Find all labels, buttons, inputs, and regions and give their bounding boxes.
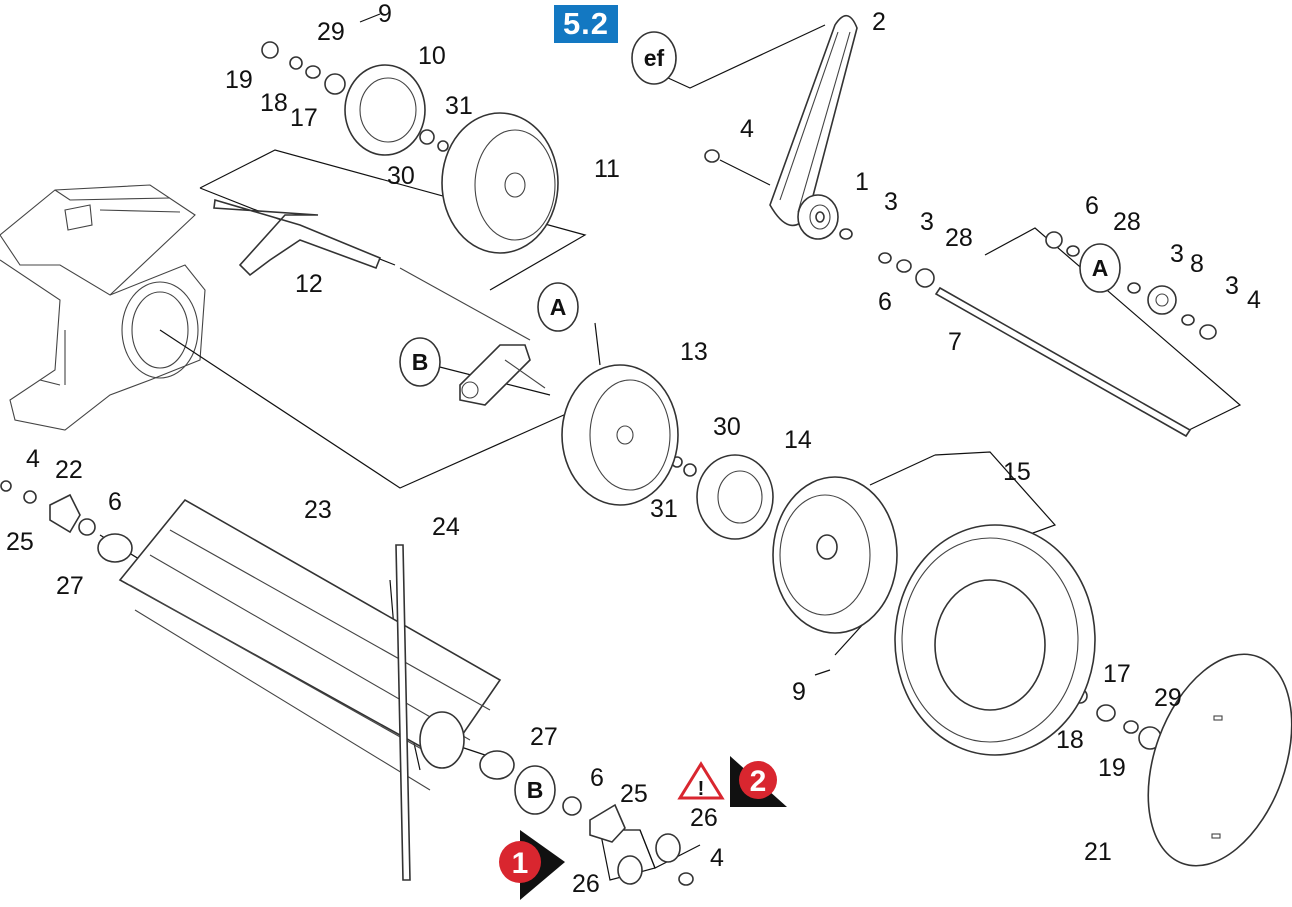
pulley	[797, 194, 839, 240]
svg-text:2: 2	[750, 765, 767, 798]
part-label: 28	[945, 224, 973, 252]
part-label: 14	[784, 426, 812, 454]
part-label: 25	[6, 528, 34, 556]
part-label: 26	[690, 804, 718, 832]
ref-circle-b-bracket: B	[399, 337, 441, 387]
part-label: 6	[590, 764, 604, 792]
part-label: 6	[108, 488, 122, 516]
svg-text:B: B	[527, 777, 544, 803]
part-label: 31	[650, 495, 678, 523]
svg-text:A: A	[1092, 255, 1109, 281]
part-label: 3	[884, 188, 898, 216]
part-label: 18	[1056, 726, 1084, 754]
part-label: 15	[1003, 458, 1031, 486]
part-label: 7	[948, 328, 962, 356]
part-label: 4	[26, 445, 40, 473]
drive-gear	[696, 454, 774, 540]
part-label: 1	[855, 168, 869, 196]
small-gear	[1147, 285, 1177, 315]
part-label: 3	[920, 208, 934, 236]
part-label: 19	[225, 66, 253, 94]
part-label: 10	[418, 42, 446, 70]
part-label: 6	[878, 288, 892, 316]
svg-text:!: !	[698, 778, 705, 800]
part-label: 11	[594, 155, 620, 183]
warning-triangle-icon: !	[677, 761, 725, 800]
part-label: 27	[56, 572, 84, 600]
part-label: 13	[680, 338, 708, 366]
small-gears	[617, 833, 681, 885]
part-label: 18	[260, 89, 288, 117]
part-label: 22	[55, 456, 83, 484]
part-label: 17	[1103, 660, 1131, 688]
chassis-frame	[0, 184, 206, 431]
part-label: 21	[1084, 838, 1112, 866]
part-label: 8	[1190, 250, 1204, 278]
ref-circle-a-shaft: A	[1079, 243, 1121, 293]
part-label: 4	[710, 844, 724, 872]
svg-text:B: B	[412, 349, 429, 375]
drive-belt	[769, 14, 858, 227]
wheel-hub-inner	[561, 364, 679, 506]
svg-text:A: A	[550, 294, 567, 320]
part-label: 25	[620, 780, 648, 808]
wheel-rim	[772, 476, 898, 634]
gear-wheel	[324, 64, 426, 156]
bracket	[459, 344, 546, 406]
part-label: 3	[1225, 272, 1239, 300]
warning-step-badge: 2	[730, 756, 787, 807]
part-label: 12	[295, 270, 323, 298]
part-label: 30	[713, 413, 741, 441]
cover-disk	[1147, 653, 1292, 867]
screws	[359, 13, 831, 676]
bushing	[49, 493, 626, 843]
lever-arm	[213, 198, 531, 341]
part-label: 30	[387, 162, 415, 190]
svg-text:1: 1	[512, 847, 529, 880]
svg-text:ef: ef	[644, 45, 665, 71]
part-label: 4	[740, 115, 754, 143]
part-label: 9	[792, 678, 806, 706]
ref-circle-ef: ef	[631, 31, 677, 85]
part-label: 17	[290, 104, 318, 132]
brush-roller	[118, 498, 502, 881]
part-label: 4	[1247, 286, 1261, 314]
part-label: 3	[1170, 240, 1184, 268]
part-label: 19	[1098, 754, 1126, 782]
part-label: 29	[1154, 684, 1182, 712]
shaft	[934, 286, 1192, 438]
part-label: 23	[304, 496, 332, 524]
part-label: 31	[445, 92, 473, 120]
ref-circle-a-lever: A	[537, 282, 579, 332]
part-label: 27	[530, 723, 558, 751]
wheel-hub-outer	[441, 112, 559, 254]
part-label: 9	[378, 0, 392, 28]
part-label: 29	[317, 18, 345, 46]
step-badge: 1	[499, 830, 565, 900]
part-label: 28	[1113, 208, 1141, 236]
part-label: 26	[572, 870, 600, 898]
part-label: 2	[872, 8, 886, 36]
part-label: 6	[1085, 192, 1099, 220]
ref-circle-b-brush: B	[514, 765, 556, 815]
tyre	[894, 524, 1096, 756]
part-labels: 9 29 10 19 18 17 31 30 11 12 2 4 1 3 3 2…	[6, 0, 1261, 898]
part-label: 24	[432, 513, 460, 541]
section-badge: 5.2	[554, 5, 618, 43]
